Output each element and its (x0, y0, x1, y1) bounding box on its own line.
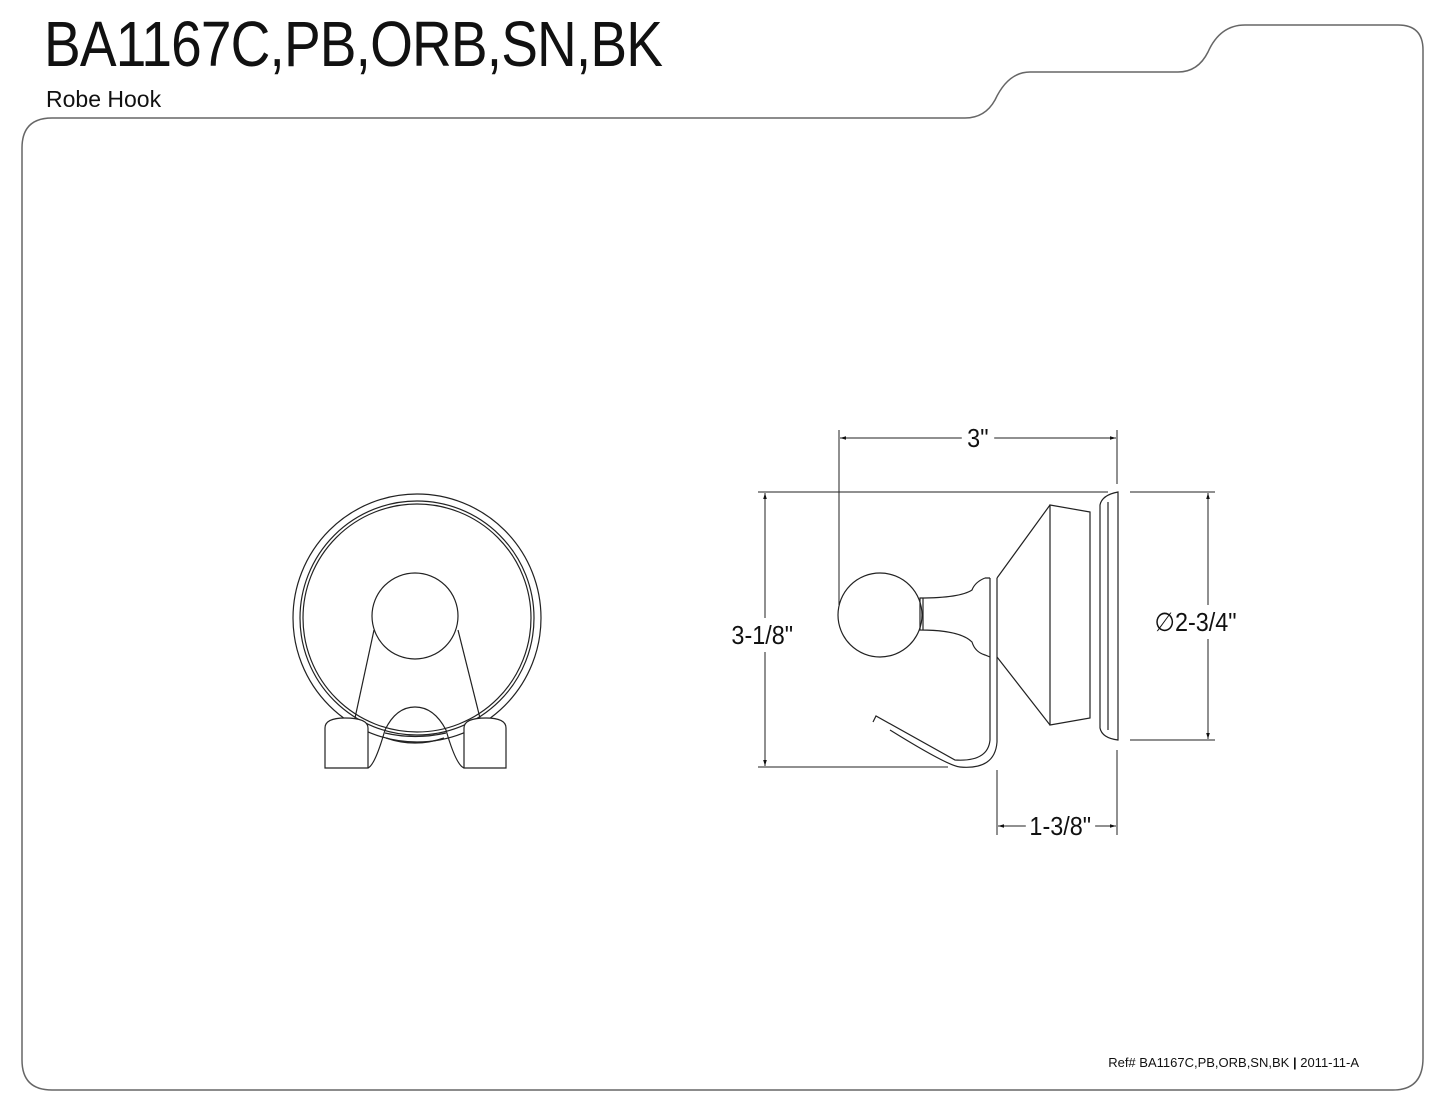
revision: 2011-11-A (1300, 1055, 1359, 1070)
dim-height-label: 3-1/8" (731, 618, 794, 652)
drawing-subtitle: Robe Hook (46, 86, 162, 112)
dimension-lines (758, 430, 1215, 835)
sheet-frame (21, 24, 1424, 1091)
ref-separator: | (1292, 1055, 1297, 1070)
side-view (837, 491, 1119, 768)
dim-width-label: 3" (961, 425, 994, 451)
drawing-title: BA1167C,PB,ORB,SN,BK (44, 8, 663, 80)
ref-number: Ref# BA1167C,PB,ORB,SN,BK (1108, 1055, 1290, 1070)
front-view (292, 493, 542, 769)
dim-projection-label: 1-3/8" (1025, 813, 1095, 839)
dim-diameter-label: ∅2-3/4" (1154, 605, 1237, 639)
reference-footer: Ref# BA1167C,PB,ORB,SN,BK | 2011-11-A (1108, 1055, 1359, 1070)
